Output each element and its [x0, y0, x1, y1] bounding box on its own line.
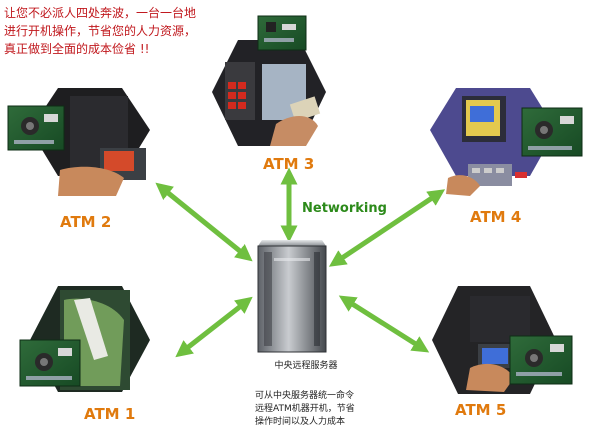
networking-label: Networking	[302, 201, 387, 216]
central-server-icon	[257, 240, 327, 353]
server-label: 中央远程服务器	[274, 361, 338, 371]
atm-2-photo	[7, 88, 150, 196]
atm-4-label: ATM 4	[470, 208, 522, 226]
note-line-1: 可从中央服务器统一命令	[255, 391, 355, 401]
server-note: 可从中央服务器统一命令 远程ATM机器开机，节省 操作时间以及人力成本	[255, 390, 365, 429]
atm-1-label: ATM 1	[84, 405, 136, 423]
note-line-3: 操作时间以及人力成本	[255, 417, 346, 427]
atm-3-photo	[212, 15, 326, 146]
link-atm1	[175, 296, 253, 358]
atm-5-photo	[432, 286, 573, 394]
intro-line-1: 让您不必派人四处奔波，一台一台地	[4, 6, 197, 20]
atm-5-label: ATM 5	[455, 401, 507, 419]
link-atm5	[338, 295, 430, 353]
intro-line-3: 真正做到全面的成本俭省 !!	[4, 42, 150, 56]
intro-text: 让您不必派人四处奔波，一台一台地 进行开机操作，节省您的人力资源， 真正做到全面…	[4, 4, 222, 58]
intro-line-2: 进行开机操作，节省您的人力资源，	[4, 24, 197, 38]
atm-3-label: ATM 3	[263, 155, 315, 173]
link-atm2	[155, 182, 253, 262]
atm-2-label: ATM 2	[60, 213, 112, 231]
note-line-2: 远程ATM机器开机，节省	[255, 404, 355, 414]
atm-1-photo	[19, 286, 150, 392]
atm-4-photo	[430, 88, 583, 196]
network-links	[155, 167, 446, 358]
link-atm4	[328, 189, 446, 267]
